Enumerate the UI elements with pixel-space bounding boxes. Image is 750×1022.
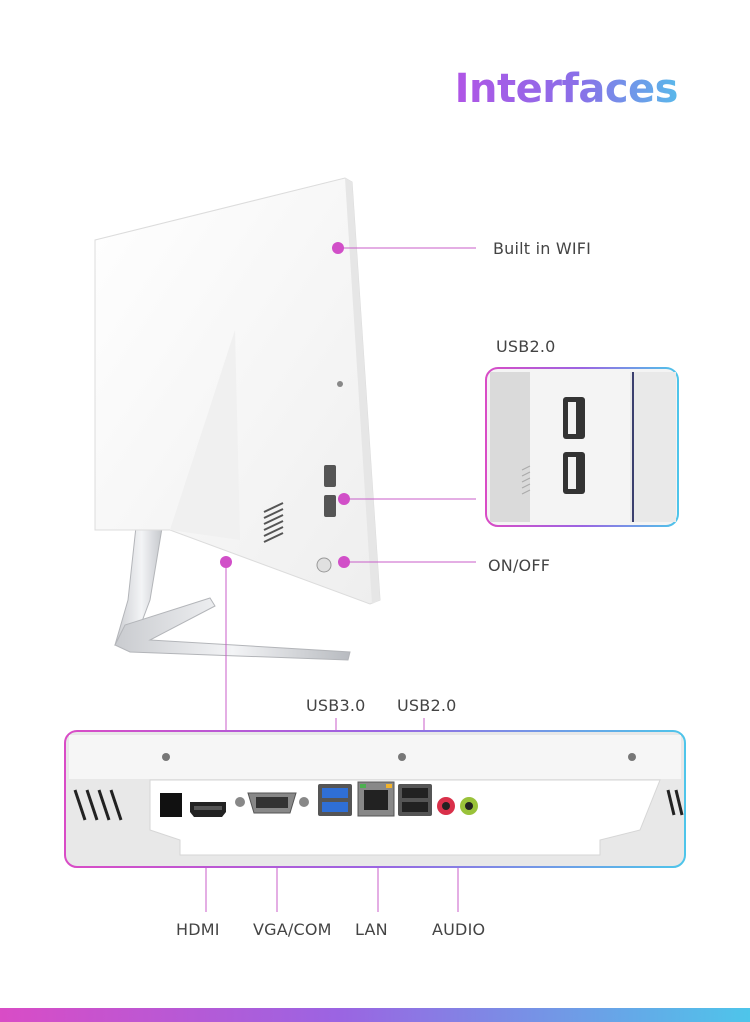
usb3-ports — [318, 784, 352, 816]
rear-io-inset — [64, 730, 686, 868]
screw-hole — [337, 381, 343, 387]
callout-hdmi: HDMI — [176, 920, 220, 939]
power-button — [316, 557, 332, 573]
audio-jacks — [437, 797, 478, 815]
callout-audio: AUDIO — [432, 920, 486, 939]
hdmi-port — [190, 802, 226, 817]
callout-power: ON/OFF — [488, 556, 551, 575]
rear-vent — [73, 789, 684, 821]
page-title: Interfaces — [454, 66, 679, 112]
callout-vga-com: VGA/COM — [253, 920, 332, 939]
callout-usb2-rear: USB2.0 — [397, 696, 457, 715]
usb2-rear-ports — [398, 784, 432, 816]
side-usb-port — [324, 495, 336, 517]
callout-dots — [220, 242, 350, 568]
side-usb-port — [324, 465, 336, 487]
gradient-footer-bar — [0, 1008, 750, 1022]
usb-port-inset — [563, 397, 585, 439]
dc-in-port — [160, 793, 182, 817]
vent-grille — [263, 502, 284, 543]
callout-usb3-rear: USB3.0 — [306, 696, 366, 715]
vga-com-port — [235, 792, 309, 814]
side-usb-inset — [485, 367, 679, 527]
callout-wifi: Built in WIFI — [493, 239, 592, 258]
callout-usb2-side: USB2.0 — [496, 337, 556, 356]
callout-lan: LAN — [355, 920, 388, 939]
monitor-back — [94, 177, 381, 605]
lan-port — [357, 781, 395, 817]
usb-port-inset — [563, 452, 585, 494]
